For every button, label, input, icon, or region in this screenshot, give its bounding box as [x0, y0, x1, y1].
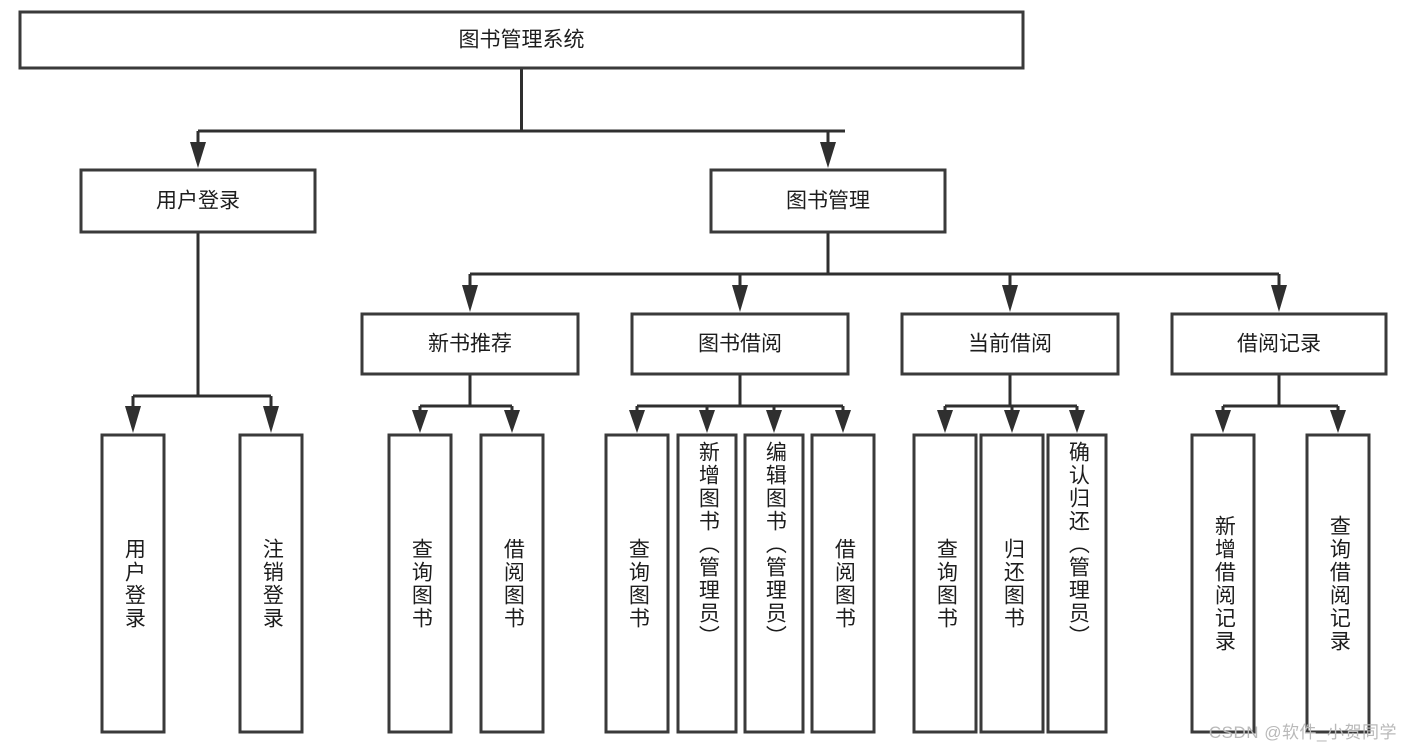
- node-borrow-record-label: 借阅记录: [1237, 333, 1321, 356]
- arrow-head-leaf-add-book: [699, 410, 715, 433]
- node-current-borrow-box[interactable]: [900, 312, 1120, 376]
- arrow-head-borrow-record: [1271, 285, 1287, 312]
- arrow-head-leaf-user-login: [125, 406, 141, 433]
- connector-group-book-manage: [462, 232, 1287, 312]
- watermark: CSDN @软件_小贺同学: [1208, 723, 1397, 742]
- node-root-box[interactable]: [18, 10, 1025, 70]
- leaf-borrow-book-2-box[interactable]: [810, 433, 876, 734]
- node-borrow-record-box[interactable]: [1170, 312, 1388, 376]
- arrow-head-new-book-recommend: [462, 285, 478, 312]
- leaf-query-book-3-box[interactable]: [912, 433, 978, 734]
- connector-group-borrow-record: [1215, 374, 1346, 433]
- node-new-book-recommend[interactable]: 新书推荐: [360, 312, 580, 376]
- arrow-head-leaf-query-book-2: [629, 410, 645, 433]
- node-user-login-label: 用户登录: [156, 190, 240, 213]
- node-book-manage-label: 图书管理: [786, 190, 870, 213]
- node-book-manage[interactable]: 图书管理: [709, 168, 947, 234]
- arrow-head-leaf-borrow-book-2: [835, 410, 851, 433]
- arrow-head-leaf-confirm-return: [1069, 410, 1085, 433]
- leaf-return-book-box[interactable]: [979, 433, 1045, 734]
- leaf-add-book-box[interactable]: [676, 433, 738, 734]
- node-new-book-recommend-box[interactable]: [360, 312, 580, 376]
- node-current-borrow-label: 当前借阅: [968, 333, 1052, 356]
- connector-group-user-login: [125, 232, 279, 433]
- connector-group-book-borrow: [629, 374, 851, 433]
- arrow-head-leaf-user-logout: [263, 406, 279, 433]
- node-book-manage-box[interactable]: [709, 168, 947, 234]
- node-root[interactable]: 图书管理系统: [18, 10, 1025, 70]
- connector-group-current-borrow: [937, 374, 1085, 433]
- arrow-head-leaf-return-book: [1004, 410, 1020, 433]
- node-user-login[interactable]: 用户登录: [79, 168, 317, 234]
- arrow-head-book-borrow: [732, 285, 748, 312]
- leaf-query-book-2-box[interactable]: [604, 433, 670, 734]
- node-user-login-box[interactable]: [79, 168, 317, 234]
- node-borrow-record[interactable]: 借阅记录: [1170, 312, 1388, 376]
- arrow-head-user-login: [190, 142, 206, 168]
- leaf-user-login-box[interactable]: [100, 433, 166, 734]
- arrow-head-leaf-add-record: [1215, 410, 1231, 433]
- arrow-head-leaf-query-book-1: [412, 410, 428, 433]
- arrow-head-leaf-query-record: [1330, 410, 1346, 433]
- leaf-borrow-book-1-box[interactable]: [479, 433, 545, 734]
- arrow-head-leaf-edit-book: [766, 410, 782, 433]
- connector-group-root: [190, 68, 845, 168]
- leaf-user-logout-box[interactable]: [238, 433, 304, 734]
- node-new-book-recommend-label: 新书推荐: [428, 333, 512, 356]
- leaf-boxes: [100, 433, 1371, 734]
- leaf-query-book-1-box[interactable]: [387, 433, 453, 734]
- node-current-borrow[interactable]: 当前借阅: [900, 312, 1120, 376]
- node-book-borrow-label: 图书借阅: [698, 333, 782, 356]
- arrow-head-book-manage: [820, 142, 836, 168]
- connector-group-new-book-recommend: [412, 374, 520, 433]
- leaf-edit-book-box[interactable]: [743, 433, 805, 734]
- arrow-head-leaf-borrow-book-1: [504, 410, 520, 433]
- leaf-add-record-box[interactable]: [1190, 433, 1256, 734]
- arrow-head-current-borrow: [1002, 285, 1018, 312]
- leaf-query-record-box[interactable]: [1305, 433, 1371, 734]
- arrow-head-leaf-query-book-3: [937, 410, 953, 433]
- node-book-borrow-box[interactable]: [630, 312, 850, 376]
- node-root-label: 图书管理系统: [459, 29, 585, 52]
- leaf-confirm-return-box[interactable]: [1046, 433, 1108, 734]
- node-book-borrow[interactable]: 图书借阅: [630, 312, 850, 376]
